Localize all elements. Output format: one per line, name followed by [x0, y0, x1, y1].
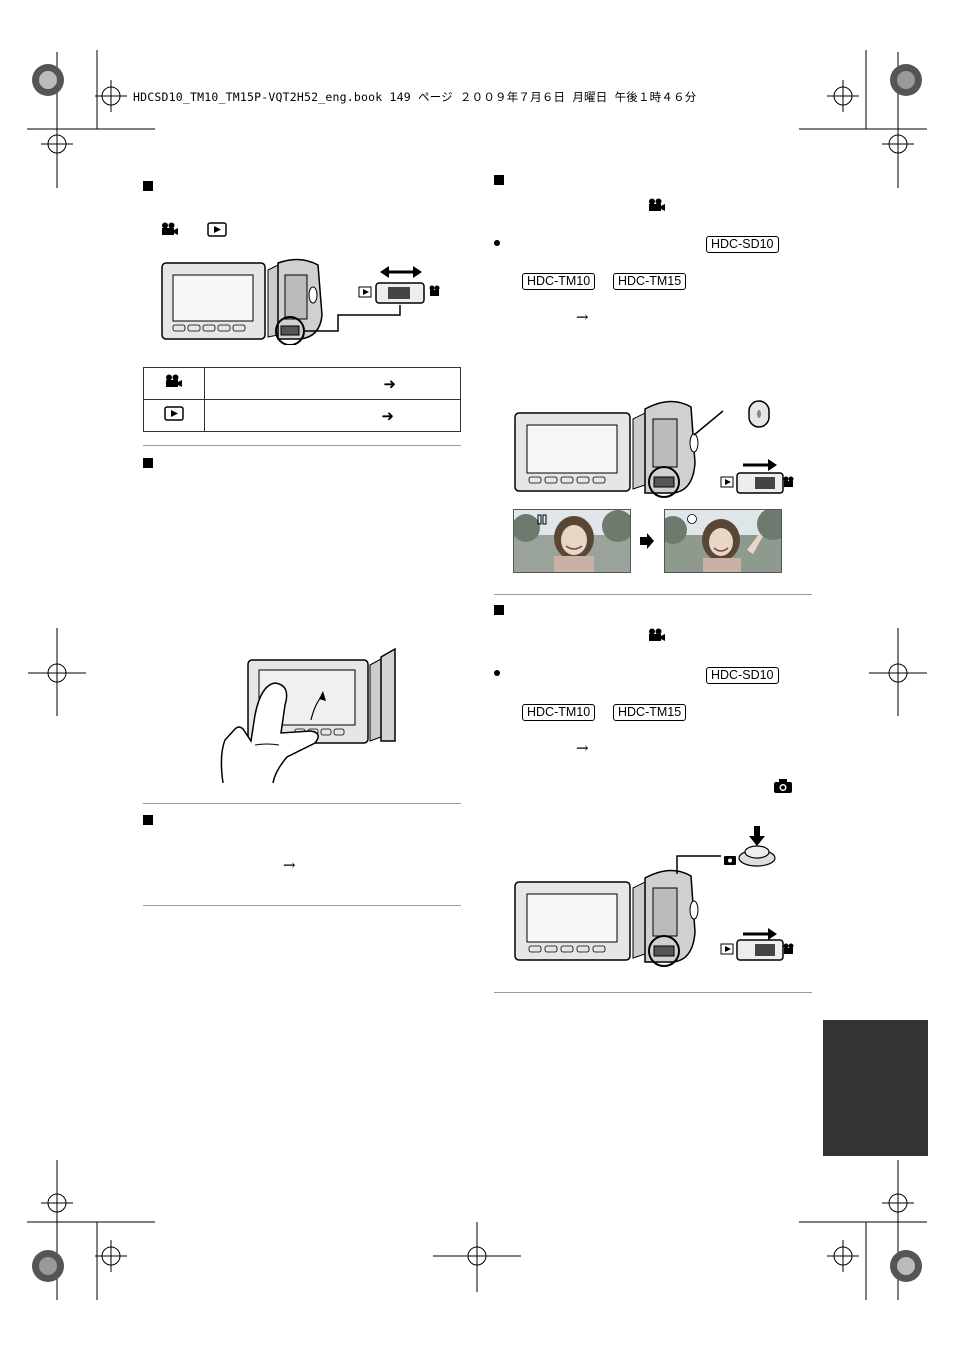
mode-table-icon-cell	[143, 367, 205, 400]
bullet	[494, 240, 500, 246]
mode-table-row: ➜	[143, 399, 461, 432]
arrow-glyph: →	[576, 739, 589, 757]
motion-picture-icon	[649, 628, 665, 641]
mode-switch-illustration	[161, 258, 440, 345]
arrow-glyph: →	[283, 856, 296, 874]
section-marker	[143, 815, 153, 825]
bullet	[494, 670, 500, 676]
mode-table-icon-cell	[143, 399, 205, 432]
divider	[143, 445, 461, 446]
camera-icon	[774, 779, 792, 793]
file-header: HDCSD10_TM10_TM15P-VQT2H52_eng.book 149 …	[133, 90, 697, 104]
divider	[143, 803, 461, 804]
section-marker	[143, 458, 153, 468]
motion-picture-icon	[649, 198, 665, 211]
model-badge-sd10: HDC-SD10	[706, 667, 779, 684]
mode-table-row: ➜	[143, 367, 461, 400]
model-badge-tm15: HDC-TM15	[613, 704, 687, 721]
recording-screen-photo	[664, 509, 782, 573]
recording-illustration	[514, 400, 794, 498]
divider	[494, 992, 812, 993]
pause-screen-photo	[513, 509, 631, 573]
mode-table-arrow: ➜	[204, 367, 461, 400]
motion-picture-icon	[162, 222, 178, 235]
touch-screen-illustration	[220, 647, 396, 784]
photoshot-illustration	[514, 826, 794, 967]
section-tab	[823, 1020, 928, 1156]
playback-icon	[207, 222, 227, 237]
section-marker	[494, 605, 504, 615]
divider	[494, 594, 812, 595]
arrow-right-icon	[640, 533, 654, 549]
model-badge-tm10: HDC-TM10	[522, 704, 596, 721]
mode-table-arrow: ➜	[204, 399, 461, 432]
divider	[143, 905, 461, 906]
model-badge-sd10: HDC-SD10	[706, 236, 779, 253]
model-badge-tm15: HDC-TM15	[613, 273, 687, 290]
model-badge-tm10: HDC-TM10	[522, 273, 596, 290]
section-marker	[494, 175, 504, 185]
mode-table: ➜ ➜	[143, 367, 461, 432]
section-marker	[143, 181, 153, 191]
motion-picture-icon	[166, 374, 182, 387]
arrow-glyph: →	[576, 308, 589, 326]
playback-icon	[164, 405, 184, 421]
